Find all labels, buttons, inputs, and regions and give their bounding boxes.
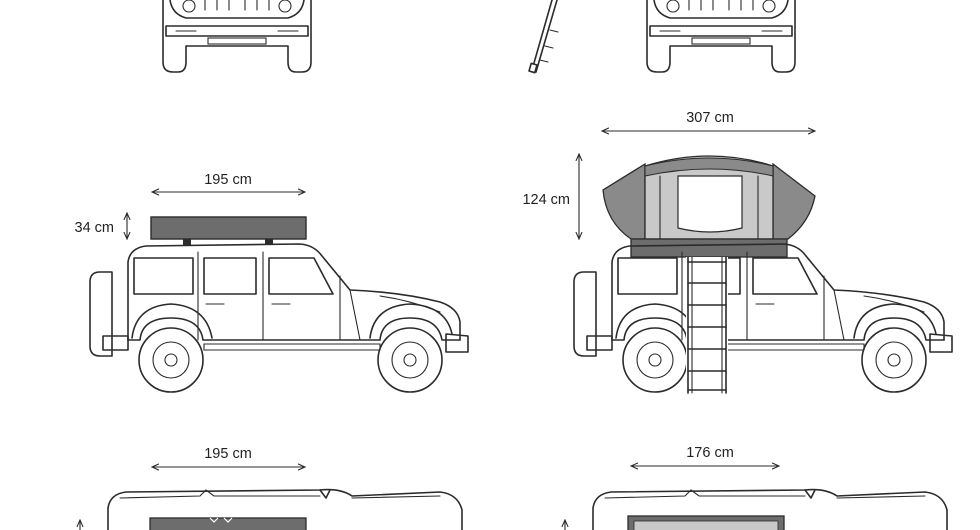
side-view-closed: 195 cm 34 cm — [75, 172, 469, 393]
side-view-open: 307 cm 124 cm — [522, 110, 953, 394]
open-roof-tent — [602, 155, 816, 258]
top-view-open: 176 cm — [565, 445, 948, 530]
dimension-label-top-closed-length: 195 cm — [204, 446, 252, 462]
top-view-closed: 195 cm — [80, 446, 463, 530]
tent-ladder — [686, 256, 728, 394]
front-view-left-vehicle — [162, 0, 312, 73]
dimension-label-top-open-width: 176 cm — [686, 445, 734, 461]
dimension-label-open-length: 307 cm — [686, 110, 734, 126]
dimension-label-closed-length: 195 cm — [204, 172, 252, 188]
front-view-right-vehicle — [646, 0, 796, 73]
dimension-label-open-height: 124 cm — [522, 192, 570, 208]
dimension-label-closed-height: 34 cm — [75, 220, 115, 236]
closed-roof-tent — [150, 216, 307, 240]
ladder-folded — [528, 0, 559, 74]
